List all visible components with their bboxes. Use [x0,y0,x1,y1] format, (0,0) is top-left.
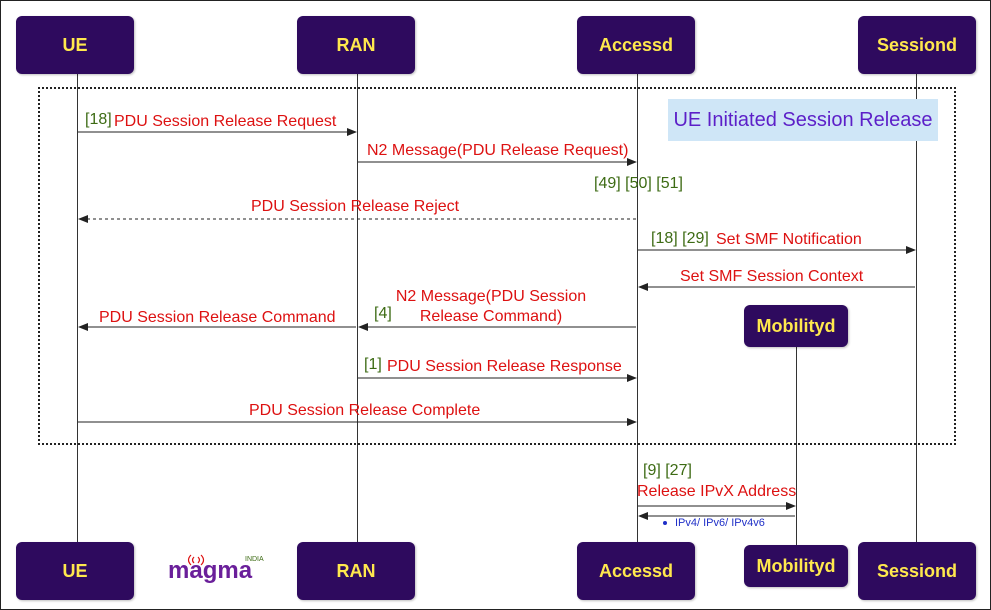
m10-label: Release IPvX Address [637,483,797,500]
m6-ref: [4] [374,305,392,322]
node-sessiond-top: Sessiond [858,16,976,74]
scope-title: UE Initiated Session Release [668,99,938,141]
m6-label-line1: N2 Message(PDU Session [395,288,587,305]
m1-label: PDU Session Release Request [114,113,337,130]
node-sessiond-bottom: Sessiond [858,542,976,600]
lifeline-accessd [637,74,638,544]
m10-ref: [9] [27] [643,462,692,479]
magma-logo: magma INDIA [168,554,264,584]
m8-label: PDU Session Release Response [387,358,622,375]
lifeline-ran [357,74,358,544]
lifeline-mobilityd [796,347,797,546]
m7-label: PDU Session Release Command [99,309,336,326]
ip-version-note: IPv4/ IPv6/ IPv4v6 [663,517,765,529]
m6-label-line2: Release Command) [419,308,563,325]
scope-frame [38,87,956,445]
m9-label: PDU Session Release Complete [249,402,481,419]
logo-sub: INDIA [245,556,264,563]
signal-icon [187,554,205,566]
ip-version-text: IPv4/ IPv6/ IPv4v6 [675,517,765,529]
m2-refs: [49] [50] [51] [594,175,683,192]
node-accessd-bottom: Accessd [577,542,695,600]
m1-ref: [18] [85,111,112,128]
m4-label: Set SMF Notification [716,231,862,248]
node-ue-bottom: UE [16,542,134,600]
node-ran-top: RAN [297,16,415,74]
node-ue-top: UE [16,16,134,74]
node-mobilityd-mid: Mobilityd [744,305,848,347]
node-mobilityd-bottom: Mobilityd [744,545,848,587]
m4-ref: [18] [29] [651,230,709,247]
m5-label: Set SMF Session Context [680,268,864,285]
logo-text: magma [168,557,253,584]
node-accessd-top: Accessd [577,16,695,74]
bullet-icon [663,521,667,526]
m3-label: PDU Session Release Reject [251,198,460,215]
lifeline-sessiond [916,74,917,544]
m8-ref: [1] [364,356,382,373]
node-ran-bottom: RAN [297,542,415,600]
m2-label: N2 Message(PDU Release Request) [367,142,629,159]
lifeline-ue [77,74,78,544]
